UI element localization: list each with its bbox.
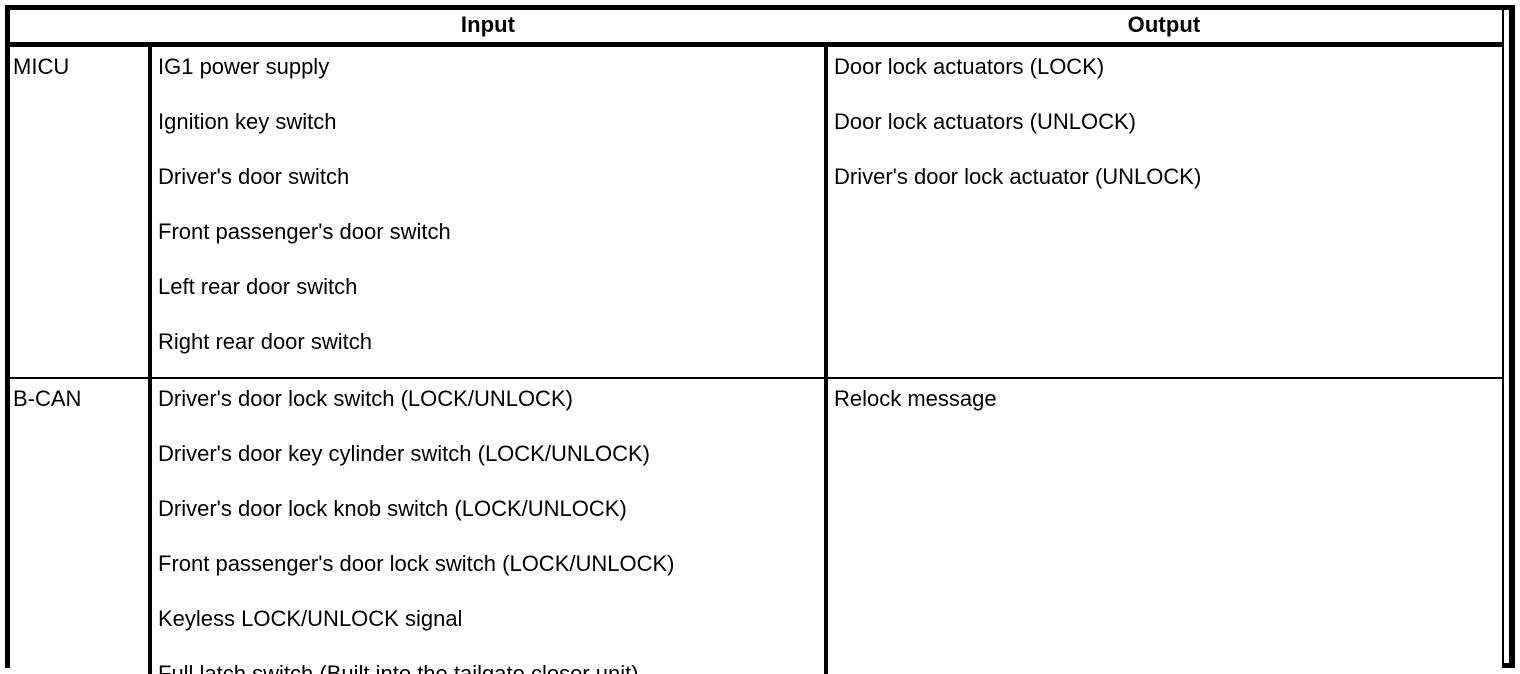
list-item: IG1 power supply bbox=[158, 53, 330, 79]
list-item: Driver's door lock knob switch (LOCK/UNL… bbox=[158, 495, 627, 521]
table-row-bcan: B-CAN Driver's door lock switch (LOCK/UN… bbox=[10, 377, 1502, 674]
table-row-micu: MICU IG1 power supply Ignition key switc… bbox=[10, 44, 1502, 379]
list-item: Driver's door key cylinder switch (LOCK/… bbox=[158, 440, 650, 466]
header-cell-output: Output bbox=[826, 10, 1502, 47]
input-list-micu: IG1 power supply Ignition key switch Dri… bbox=[158, 47, 824, 377]
input-output-table: Input Output MICU IG1 power supply Ignit… bbox=[10, 10, 1502, 674]
list-item: Relock message bbox=[834, 385, 997, 411]
header-label-output: Output bbox=[1127, 12, 1201, 37]
header-label-input: Input bbox=[460, 12, 516, 37]
table-right-double-rule bbox=[1500, 5, 1504, 668]
list-item: Left rear door switch bbox=[158, 273, 358, 299]
list-item: Front passenger's door lock switch (LOCK… bbox=[158, 550, 675, 576]
list-item: Door lock actuators (LOCK) bbox=[834, 53, 1105, 79]
module-label-micu: MICU bbox=[13, 53, 70, 79]
input-cell-micu: IG1 power supply Ignition key switch Dri… bbox=[150, 44, 828, 379]
table-header-row: Input Output bbox=[10, 10, 1502, 47]
header-cell-input: Input bbox=[150, 10, 826, 47]
list-item: Front passenger's door switch bbox=[158, 218, 451, 244]
output-list-bcan: Relock message bbox=[834, 379, 1502, 434]
output-cell-micu: Door lock actuators (LOCK) Door lock act… bbox=[826, 44, 1502, 379]
list-item: Driver's door lock actuator (UNLOCK) bbox=[834, 163, 1202, 189]
list-item: Door lock actuators (UNLOCK) bbox=[834, 108, 1136, 134]
module-cell-bcan: B-CAN bbox=[10, 377, 152, 674]
output-cell-bcan: Relock message bbox=[826, 377, 1502, 674]
input-cell-bcan: Driver's door lock switch (LOCK/UNLOCK) … bbox=[150, 377, 828, 674]
input-list-bcan: Driver's door lock switch (LOCK/UNLOCK) … bbox=[158, 379, 824, 674]
list-item: Right rear door switch bbox=[158, 328, 372, 354]
output-list-micu: Door lock actuators (LOCK) Door lock act… bbox=[834, 47, 1502, 212]
list-item: Full latch switch (Built into the tailga… bbox=[158, 660, 639, 674]
list-item: Driver's door lock switch (LOCK/UNLOCK) bbox=[158, 385, 573, 411]
list-item: Driver's door switch bbox=[158, 163, 350, 189]
list-item: Keyless LOCK/UNLOCK signal bbox=[158, 605, 463, 631]
module-cell-micu: MICU bbox=[10, 44, 152, 379]
header-cell-module bbox=[10, 10, 150, 47]
list-item: Ignition key switch bbox=[158, 108, 337, 134]
module-label-bcan: B-CAN bbox=[13, 385, 82, 411]
